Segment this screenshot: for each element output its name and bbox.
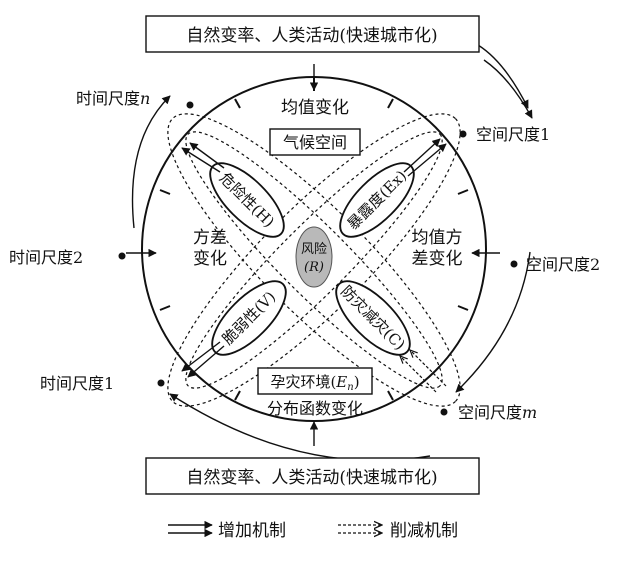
vulnerability-petal [211,280,287,356]
legend-increase-label: 增加机制 [218,521,286,541]
time-scale-2-label: 时间尺度2 [9,248,83,267]
risk-label-l2: (R) [304,260,324,275]
mean-variance-l2: 差变化 [412,249,463,269]
risk-label-l1: 风险 [301,242,327,257]
space-scale-2-label: 空间尺度2 [526,255,600,274]
climate-space-box [269,128,361,156]
increase-arrows [181,138,447,378]
decrease-arrows [400,350,447,393]
hazard-env-box [257,367,373,395]
legend-decrease-symbol [338,525,382,533]
variance-change-l1: 方差 [193,228,227,248]
space-scale-1-label: 空间尺度1 [476,125,550,144]
mitigation-petal [335,280,411,356]
hazard-env-label: 孕灾环境(En) [270,373,359,393]
variance-change-l2: 变化 [193,249,227,269]
top-box-text: 自然变率、人类活动(快速城市化) [186,26,437,46]
bottom-box-text: 自然变率、人类活动(快速城市化) [186,468,437,488]
top-box [145,15,480,53]
time-scale-1-label: 时间尺度1 [40,374,114,393]
space-scale-m-label: 空间尺度m [458,403,537,422]
time-scale-n-label: 时间尺度n [76,89,150,108]
mean-variance-l1: 均值方 [412,228,463,248]
legend-decrease-label: 削减机制 [390,521,458,541]
legend-increase-symbol [168,520,213,538]
distribution-change-label: 分布函数变化 [267,399,363,418]
mean-change-label: 均值变化 [281,98,349,118]
climate-space-label: 气候空间 [283,133,347,152]
risk-node [295,226,333,288]
hazard-petal [209,162,285,238]
scale-dots [118,101,518,416]
bottom-box [145,457,480,495]
